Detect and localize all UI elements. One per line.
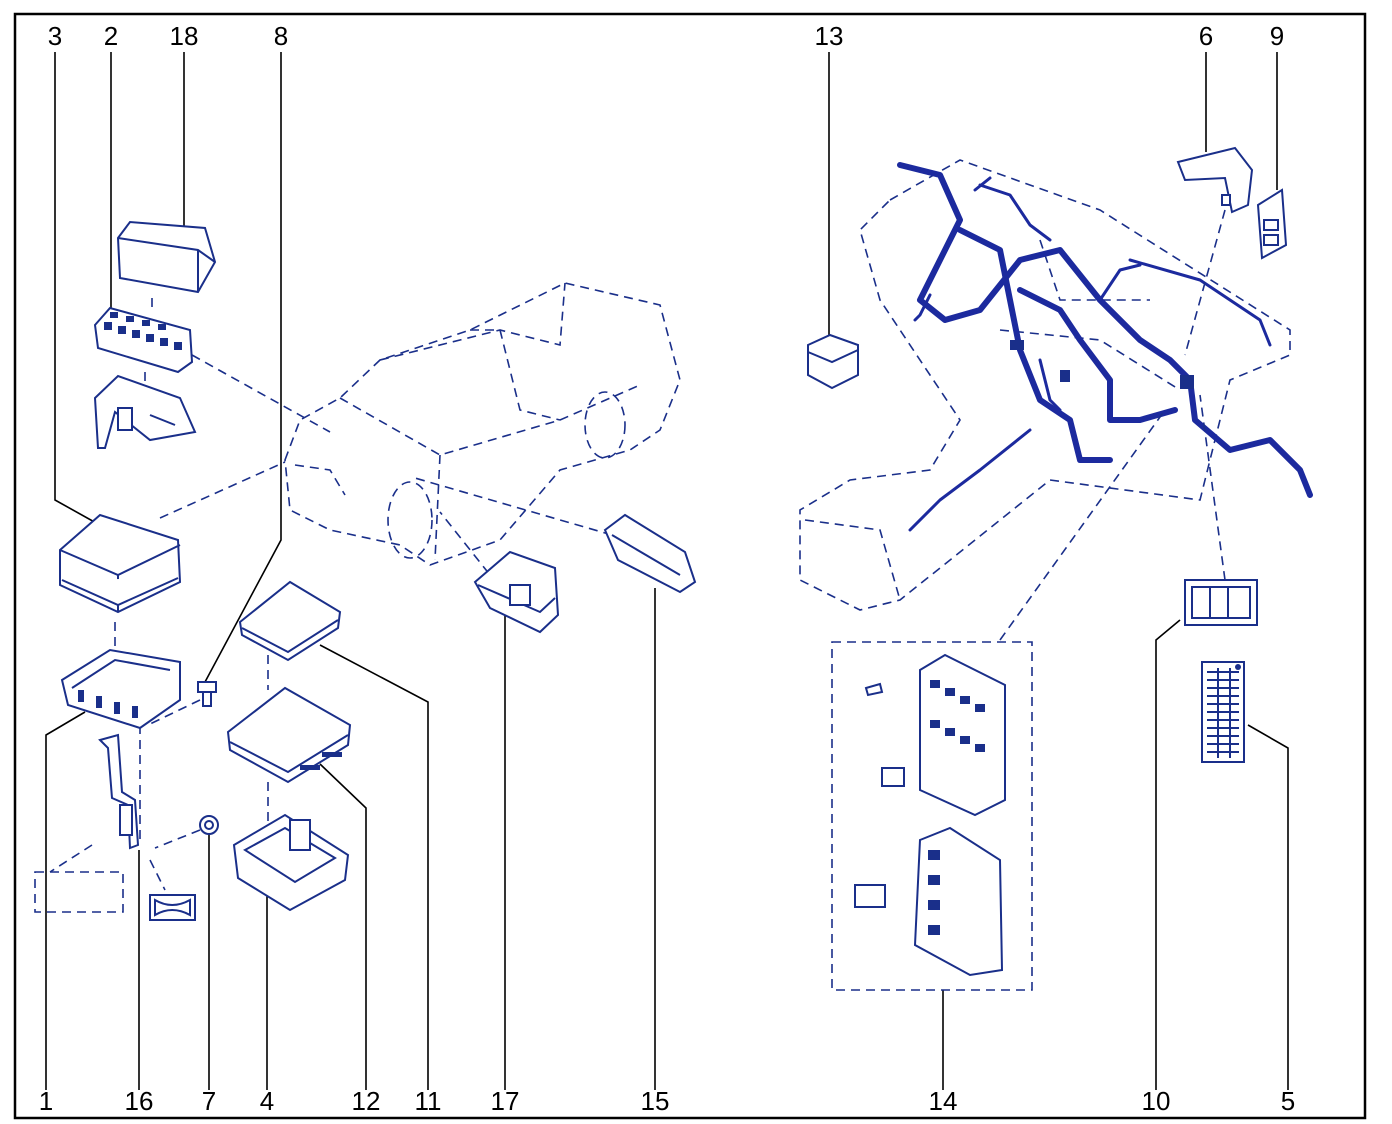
body-control-module-15 — [603, 513, 697, 594]
vehicle-outline — [284, 282, 681, 566]
gasket — [149, 894, 196, 921]
leader-lines — [45, 52, 1289, 1090]
location-box — [34, 871, 124, 913]
callout-6: 6 — [1199, 21, 1213, 51]
wiring-harness — [897, 162, 1313, 532]
callout-7: 7 — [202, 1086, 216, 1116]
top-callouts: 3 2 18 8 13 6 9 — [48, 21, 1284, 51]
bolt-8 — [197, 681, 217, 707]
callout-3: 3 — [48, 21, 62, 51]
callout-4: 4 — [260, 1086, 274, 1116]
dashboard-outline — [799, 159, 1291, 611]
fuse-box-base-1 — [60, 648, 181, 730]
callout-12: 12 — [352, 1086, 381, 1116]
callout-9: 9 — [1270, 21, 1284, 51]
callout-5: 5 — [1281, 1086, 1295, 1116]
right-pointer-lines — [999, 209, 1226, 641]
callout-18: 18 — [170, 21, 199, 51]
bottom-callouts: 1 16 7 4 12 11 17 15 14 10 5 — [39, 1086, 1295, 1116]
pointer-lines — [49, 298, 613, 891]
callout-14: 14 — [929, 1086, 958, 1116]
callout-8: 8 — [274, 21, 288, 51]
callout-10: 10 — [1142, 1086, 1171, 1116]
callout-11: 11 — [415, 1086, 442, 1116]
holder-tray-4 — [232, 813, 350, 912]
fuse-box-lid-18 — [116, 220, 217, 294]
support-bracket-16 — [98, 733, 140, 850]
control-unit-12 — [226, 686, 352, 784]
connector-9 — [1256, 188, 1288, 260]
relay-block-17 — [473, 550, 560, 634]
switch-10 — [1184, 579, 1258, 626]
callout-15: 15 — [641, 1086, 670, 1116]
fuse-label-5 — [1201, 661, 1245, 763]
fuse-block-2 — [93, 306, 194, 374]
nut-7 — [199, 815, 219, 835]
diagram-frame — [13, 12, 1367, 1120]
callout-16: 16 — [125, 1086, 154, 1116]
relay-13 — [807, 333, 859, 390]
fuse-relay-box-14 — [831, 641, 1033, 991]
callout-13: 13 — [815, 21, 844, 51]
main-fuse-box-cover-3 — [59, 513, 182, 614]
callout-17: 17 — [491, 1086, 520, 1116]
clip-6 — [1176, 146, 1254, 214]
callout-1: 1 — [39, 1086, 53, 1116]
fuse-block-bracket — [93, 374, 197, 449]
callout-2: 2 — [104, 21, 118, 51]
control-unit-11 — [238, 580, 342, 662]
